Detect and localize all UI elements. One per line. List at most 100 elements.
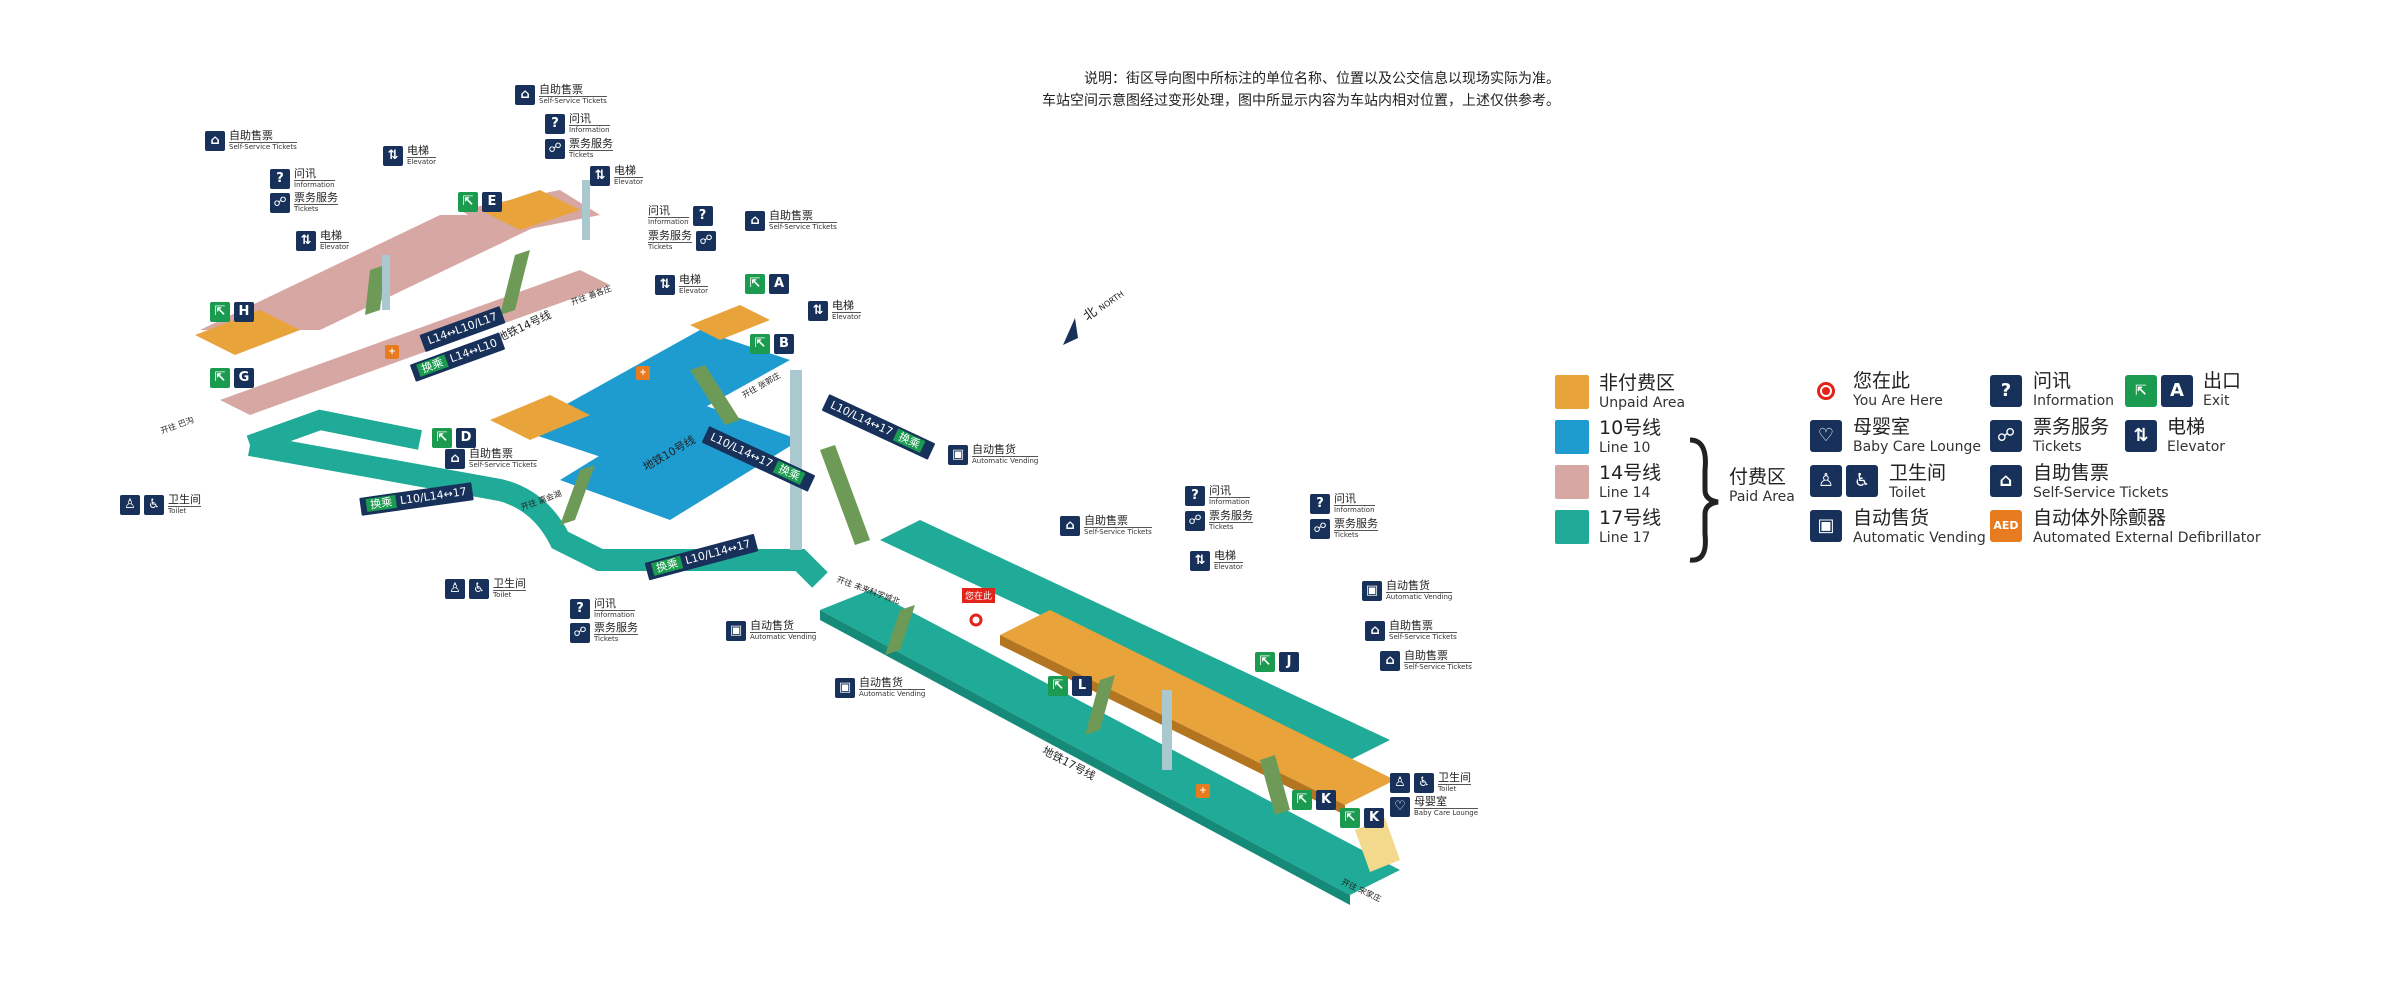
self-service-icon: ⌂ (205, 130, 225, 151)
information-icon: ? (1990, 375, 2022, 407)
legend-baby-care-en: Baby Care Lounge (1853, 439, 1982, 455)
accessible-toilet-icon: ♿ (1414, 772, 1434, 793)
line17-platform (820, 590, 1400, 895)
line17-platform-side (820, 610, 1350, 905)
legend-elevator-zh: 电梯 (2167, 416, 2206, 438)
legend-information-en: Information (2033, 393, 2115, 409)
tickets-icon: ☍ (1310, 518, 1330, 539)
toilet-icon: ♙ (1810, 465, 1842, 497)
line17-corridor (248, 434, 828, 588)
tickets-icon: ☍ (1185, 510, 1205, 531)
aed-icon: AED (1990, 510, 2022, 542)
information-icon: ? (692, 205, 713, 226)
line17-west (246, 409, 422, 455)
exit-h: ⇱H (210, 302, 254, 322)
elevator-icon: ⇅ (2125, 420, 2157, 452)
legend-swatch-unpaid (1555, 375, 1589, 409)
accessible-toilet-icon: ♿ (1846, 465, 1878, 497)
exit-a: ⇱A (745, 274, 789, 294)
you-are-here-icon (1810, 375, 1842, 407)
legend-unpaid-zh: 非付费区 (1599, 372, 1676, 394)
unpaid-area-a (690, 305, 770, 340)
exit-g: ⇱G (210, 368, 254, 388)
legend-you-are-here-en: You Are Here (1853, 393, 1943, 409)
information-icon: ? (1185, 485, 1205, 506)
legend-aed-zh: 自动体外除颤器 (2033, 507, 2167, 529)
elevator-icon: ⇅ (808, 300, 828, 321)
legend-vending-zh: 自动售货 (1853, 507, 1930, 529)
exit-k-area (1355, 818, 1400, 872)
legend-elevator-en: Elevator (2167, 439, 2226, 455)
legend: 非付费区 Unpaid Area 10号线 Line 10 14号线 Line … (1555, 365, 2375, 565)
tickets-icon: ☍ (570, 622, 590, 643)
legend-line17-zh: 17号线 (1599, 507, 1662, 529)
legend-swatch-line10 (1555, 420, 1589, 454)
baby-care-icon: ♡ (1810, 420, 1842, 452)
legend-exit-en: Exit (2203, 393, 2230, 409)
tickets-icon: ☍ (545, 138, 565, 159)
compass-icon (1063, 318, 1078, 345)
exit-j: ⇱J (1255, 652, 1299, 672)
unpaid-area-d (490, 395, 590, 440)
information-icon: ? (570, 598, 590, 619)
legend-tickets-en: Tickets (2033, 439, 2082, 455)
you-are-here-tag: 您在此 (962, 588, 996, 603)
exit-icon: ⇱ (210, 368, 230, 388)
legend-vending-en: Automatic Vending (1853, 530, 1986, 546)
tickets-icon: ☍ (270, 192, 290, 213)
vending-icon: ▣ (835, 677, 855, 698)
legend-swatch-line17 (1555, 510, 1589, 544)
legend-self-service-zh: 自助售票 (2033, 462, 2110, 484)
elevator-columns (382, 180, 1172, 770)
legend-aed-en: Automated External Defibrillator (2033, 530, 2261, 546)
accessible-toilet-icon: ♿ (469, 578, 489, 599)
toilet-icon: ♙ (120, 494, 140, 515)
elevator-icon: ⇅ (296, 230, 316, 251)
exit-icon: ⇱ (458, 192, 478, 212)
toilet-icon: ♙ (445, 578, 465, 599)
exit-e: ⇱E (458, 192, 502, 212)
elevator-icon: ⇅ (655, 274, 675, 295)
note-line-2: 车站空间示意图经过变形处理，图中所显示内容为车站内相对位置，上述仅供参考。 (1042, 93, 1560, 109)
aed-icon: + (385, 345, 399, 359)
vending-icon: ▣ (726, 620, 746, 641)
map-notes: 说明：街区导向图中所标注的单位名称、位置以及公交信息以现场实际为准。 车站空间示… (900, 68, 1560, 112)
exit-icon: ⇱ (1292, 790, 1312, 810)
line14-platform (220, 270, 610, 415)
legend-you-are-here-zh: 您在此 (1853, 370, 1911, 392)
exit-icon: ⇱ (210, 302, 230, 322)
escalators (365, 250, 1290, 815)
exit-icon: ⇱ (750, 334, 770, 354)
legend-paid-en: Paid Area (1729, 489, 1795, 505)
line17-concourse (880, 520, 1390, 760)
legend-swatch-line14 (1555, 465, 1589, 499)
vending-icon: ▣ (1810, 510, 1842, 542)
legend-information-zh: 问讯 (2033, 370, 2072, 392)
unpaid-area-e (480, 190, 580, 230)
tickets-icon: ☍ (1990, 420, 2022, 452)
information-icon: ? (270, 168, 290, 189)
